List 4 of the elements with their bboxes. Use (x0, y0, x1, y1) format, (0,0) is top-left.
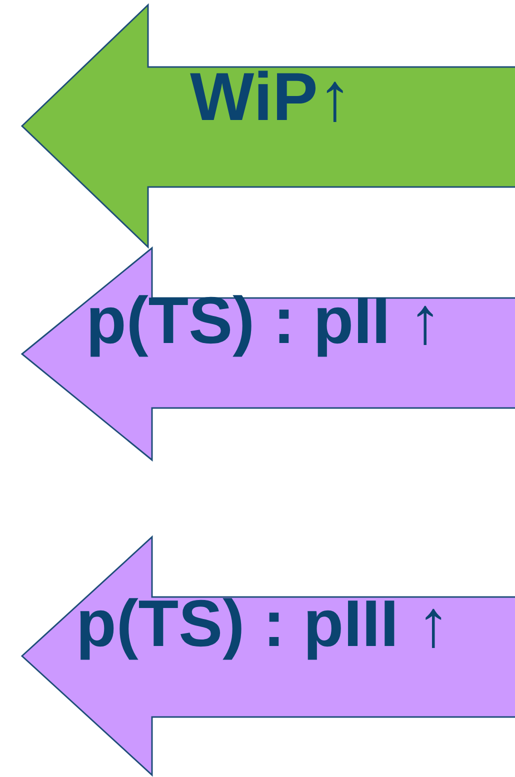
block-arrow (22, 537, 515, 775)
block-arrow (22, 5, 515, 247)
arrow-label: WiP↑ (190, 63, 352, 131)
block-arrow (22, 248, 515, 460)
